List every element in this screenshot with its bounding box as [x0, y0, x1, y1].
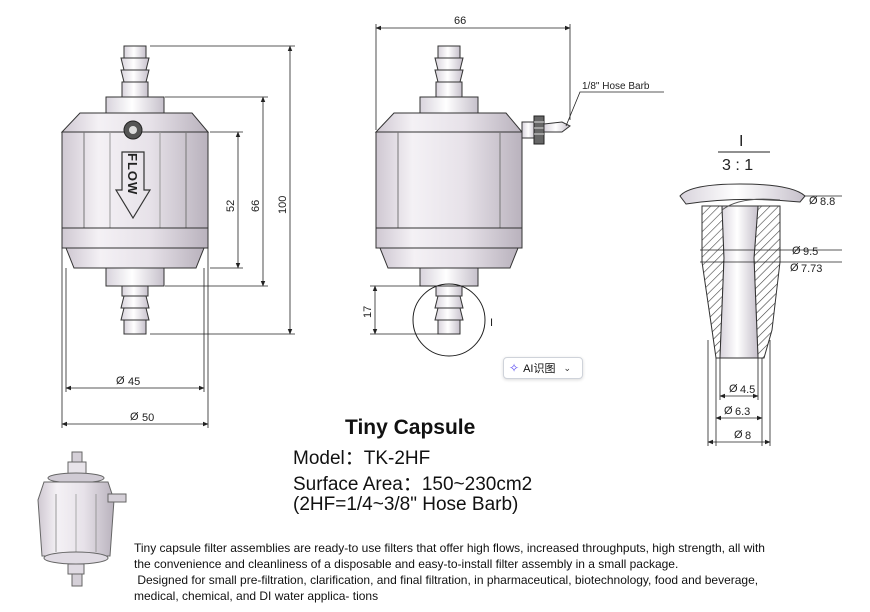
diameter-symbol: Ø	[130, 411, 139, 423]
sparkle-icon: ✧	[509, 361, 520, 375]
ai-recognize-button[interactable]: ✧ AI识图 ⌄	[503, 357, 583, 379]
dim-d8: 8	[745, 430, 751, 442]
detail-title: I	[739, 133, 743, 150]
front-view: FLOW	[60, 45, 210, 335]
dim-52: 52	[225, 200, 237, 212]
dim-d6-3: 6.3	[735, 406, 750, 418]
ai-recognize-label: AI识图	[523, 363, 556, 375]
product-render	[37, 451, 127, 587]
side-view	[374, 45, 571, 357]
diameter-symbol: Ø	[790, 262, 799, 274]
front-dimensions	[61, 45, 295, 428]
description-line: the convenience and cleanliness of a dis…	[134, 557, 679, 571]
diameter-symbol: Ø	[116, 375, 125, 387]
flow-label: FLOW	[125, 153, 140, 195]
diameter-symbol: Ø	[809, 195, 818, 207]
product-model: Model：TK-2HF	[293, 448, 431, 469]
dim-17: 17	[362, 306, 374, 318]
product-hose-barb: (2HF=1/4~3/8" Hose Barb)	[293, 494, 519, 515]
detail-marker: I	[490, 317, 493, 329]
dim-d9-5: 9.5	[803, 246, 818, 258]
detail-dimensions	[700, 195, 842, 446]
diameter-symbol: Ø	[792, 245, 801, 257]
detail-scale: 3 : 1	[722, 157, 753, 174]
description-line: Designed for small pre-filtration, clari…	[134, 573, 759, 587]
dim-d8-8: 8.8	[820, 196, 835, 208]
detail-view	[679, 151, 806, 359]
dim-d4-5: 4.5	[740, 384, 755, 396]
description-line: medical, chemical, and DI water applica-…	[134, 589, 379, 603]
dim-d45: 45	[128, 376, 140, 388]
product-surface-area: Surface Area：150~230cm2	[293, 474, 533, 495]
diameter-symbol: Ø	[729, 383, 738, 395]
diameter-symbol: Ø	[734, 429, 743, 441]
description-line: Tiny capsule filter assemblies are ready…	[134, 541, 765, 555]
dim-d50: 50	[142, 412, 154, 424]
product-description: Tiny capsule filter assemblies are ready…	[134, 540, 834, 604]
diameter-symbol: Ø	[724, 405, 733, 417]
side-dimensions	[370, 24, 664, 335]
dim-66-front: 66	[250, 200, 262, 212]
product-title: Tiny Capsule	[345, 416, 476, 439]
chevron-down-icon: ⌄	[563, 362, 572, 373]
dim-d7-73: 7.73	[801, 263, 822, 275]
dim-66-side: 66	[454, 15, 466, 27]
dim-100: 100	[277, 196, 289, 214]
hose-barb-callout: 1/8" Hose Barb	[582, 81, 650, 92]
